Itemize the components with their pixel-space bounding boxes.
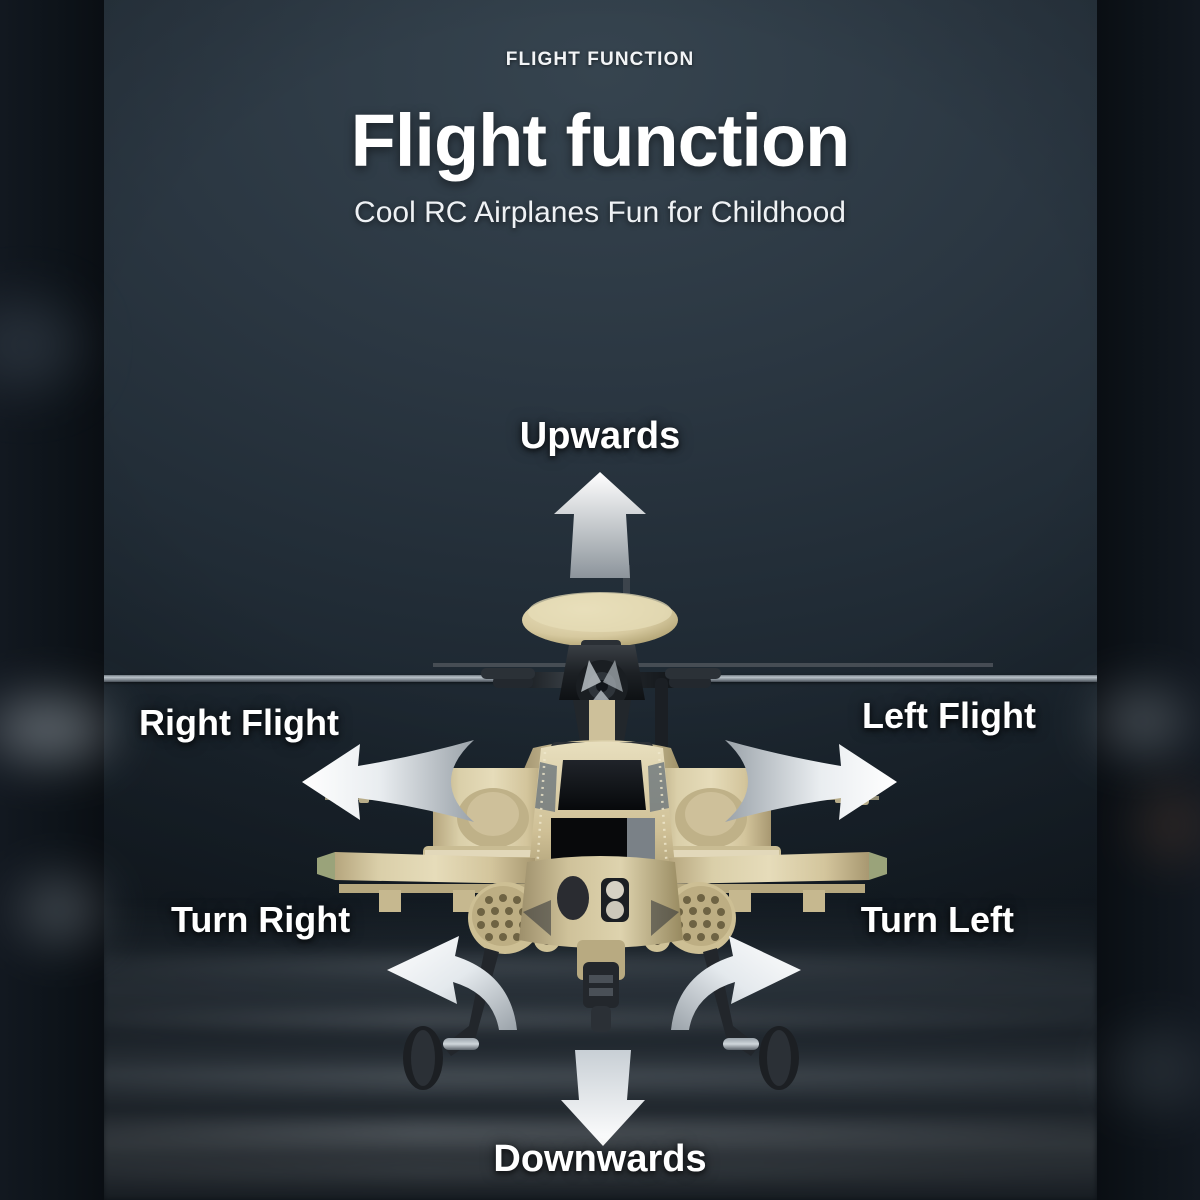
nose-sensor-turret: [519, 856, 683, 948]
curved-arrow-left-icon: [387, 936, 517, 1030]
eyebrow-text: FLIGHT FUNCTION: [505, 49, 695, 70]
rotor-head: [481, 645, 721, 752]
rear-rotor-blade: [433, 663, 993, 667]
arrow-left-icon: [302, 740, 474, 822]
left-frame-strip: [0, 0, 110, 1200]
direction-label-turn-right: Turn Right: [171, 899, 351, 940]
direction-label-turn-left: Turn Left: [860, 899, 1014, 940]
direction-label-right-flight: Right Flight: [139, 702, 339, 743]
arrow-down-icon: [561, 1050, 645, 1146]
page-subtitle: Cool RC Airplanes Fun for Childhood: [354, 196, 846, 229]
rc-helicopter-illustration: [317, 565, 993, 1090]
curved-arrow-right-icon: [671, 936, 801, 1030]
direction-label-downwards: Downwards: [493, 1138, 707, 1180]
right-frame-strip: [1097, 0, 1200, 1200]
chin-gun-assembly: [577, 940, 625, 1032]
page-title: Flight function: [350, 99, 851, 182]
arrow-up-icon: [554, 472, 646, 578]
direction-label-left-flight: Left Flight: [862, 695, 1036, 736]
arrow-right-icon: [725, 740, 897, 822]
direction-label-upwards: Upwards: [519, 415, 681, 457]
engine-nacelle-right: [641, 768, 781, 868]
product-image-panel: FLIGHT FUNCTION Flight function Cool RC …: [103, 0, 1097, 1200]
